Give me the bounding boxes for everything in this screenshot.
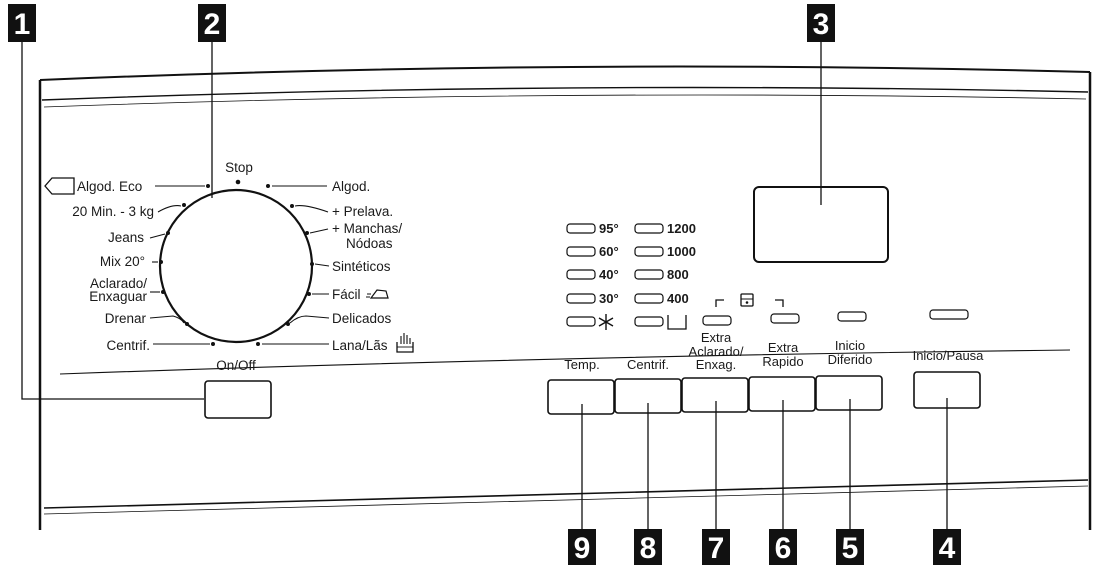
label-extra-rapido-2: Rapido [762,354,803,369]
inicio-diferido-button[interactable] [815,375,883,411]
bracket-right [775,299,784,307]
program-lana: Lana/Lãs [332,338,388,353]
callout-1-box [8,4,36,42]
program-mix-20: Mix 20° [100,254,145,269]
callout-7-label: 7 [708,532,725,565]
temp-led-30 [566,293,596,304]
callout-9-box [568,529,596,565]
asterisk-cold-icon [598,314,614,330]
callout-4-label: 4 [939,532,956,565]
callout-3-box [807,4,835,42]
label-inicio-diferido-2: Diferido [828,352,873,367]
callout-6-box [769,529,797,565]
program-aclarado-line2: Enxaguar [89,289,147,304]
program-manchas-line2: Nódoas [346,236,393,251]
callout-3: 3 [807,4,835,205]
program-dial[interactable]: Stop [149,160,330,346]
callout-6-label: 6 [775,532,792,565]
onoff-label: On/Off [216,358,256,373]
program-20min-3kg: 20 Min. - 3 kg [72,204,154,219]
right-program-list: Algod. + Prelava. + Manchas/ Nódoas Sint… [332,179,414,353]
spin-led-800 [634,269,664,280]
label-extra-aclarado-2: Aclarado/ [689,344,744,359]
spin-indicators: 1200 1000 800 400 [634,221,696,330]
display-screen [753,186,889,263]
extra-rapido-button[interactable] [748,376,816,412]
label-inicio-diferido-1: Inicio [835,338,865,353]
spin-led-400 [634,293,664,304]
temperature-indicators: 95° 60° 40° 30° [566,221,619,330]
wool-hand-icon [396,333,414,353]
no-spin-tub-icon [667,315,687,330]
button-labels: Temp. Centrif. Extra Aclarado/ Enxag. Ex… [564,330,984,372]
temp-60: 60° [599,244,619,259]
program-drenar: Drenar [105,311,147,326]
stop-dot [235,179,241,185]
temp-led-cold [566,316,596,327]
program-aclarado-line1: Aclarado/ [90,276,147,291]
bracket-left [715,299,724,307]
bottom-callouts: 9 8 7 6 5 4 [568,398,961,565]
option-leds [702,293,969,326]
callout-5-box [836,529,864,565]
callout-8-box [634,529,662,565]
program-algod: Algod. [332,179,370,194]
program-facil: Fácil [332,287,361,302]
option-buttons [547,371,981,415]
led-inicio-pausa [929,309,969,320]
label-temp: Temp. [564,357,599,372]
led-inicio-diferido [837,311,867,322]
onoff-group: On/Off [204,358,272,419]
label-extra-aclarado-3: Enxag. [696,357,736,372]
temp-95: 95° [599,221,619,236]
label-inicio-pausa: Inicio/Pausa [913,348,985,363]
callout-2: 2 [198,4,226,198]
callout-3-label: 3 [813,8,830,41]
program-centrif: Centrif. [106,338,150,353]
callout-7-box [702,529,730,565]
program-delicados: Delicados [332,311,392,326]
callout-4-box [933,529,961,565]
temp-led-60 [566,246,596,257]
callout-5-label: 5 [842,532,859,565]
temp-led-95 [566,223,596,234]
spin-1000: 1000 [667,244,696,259]
program-algod-eco: Algod. Eco [77,179,142,194]
temp-40: 40° [599,267,619,282]
dial-knob[interactable] [158,188,314,344]
spin-800: 800 [667,267,689,282]
spin-led-1000 [634,246,664,257]
onoff-button[interactable] [204,380,272,419]
temp-button[interactable] [547,379,615,415]
label-centrif: Centrif. [627,357,669,372]
eco-tag-icon [44,177,75,195]
led-extra-aclarado [702,315,732,326]
extra-aclarado-button[interactable] [681,377,749,413]
label-extra-rapido-1: Extra [768,340,799,355]
callout-2-label: 2 [204,8,221,41]
spin-1200: 1200 [667,221,696,236]
label-extra-aclarado-1: Extra [701,330,732,345]
program-sinteticos: Sintéticos [332,259,391,274]
spin-led-nospin [634,316,664,327]
panel-body [38,65,1092,530]
program-prelava: + Prelava. [332,204,393,219]
temp-30: 30° [599,291,619,306]
temp-led-40 [566,269,596,280]
callout-2-box [198,4,226,42]
dial-label-stop: Stop [225,160,253,175]
led-extra-rapido [770,313,800,324]
program-jeans: Jeans [108,230,144,245]
iron-icon [366,289,389,299]
spin-led-1200 [634,223,664,234]
program-manchas-line1: + Manchas/ [332,221,402,236]
door-lock-icon [740,293,754,307]
callout-9-label: 9 [574,532,591,565]
spin-400: 400 [667,291,689,306]
left-program-list: Algod. Eco 20 Min. - 3 kg Jeans Mix 20° … [44,177,154,353]
callout-1-label: 1 [14,8,31,41]
callout-1: 1 [8,4,204,400]
callout-8-label: 8 [640,532,657,565]
